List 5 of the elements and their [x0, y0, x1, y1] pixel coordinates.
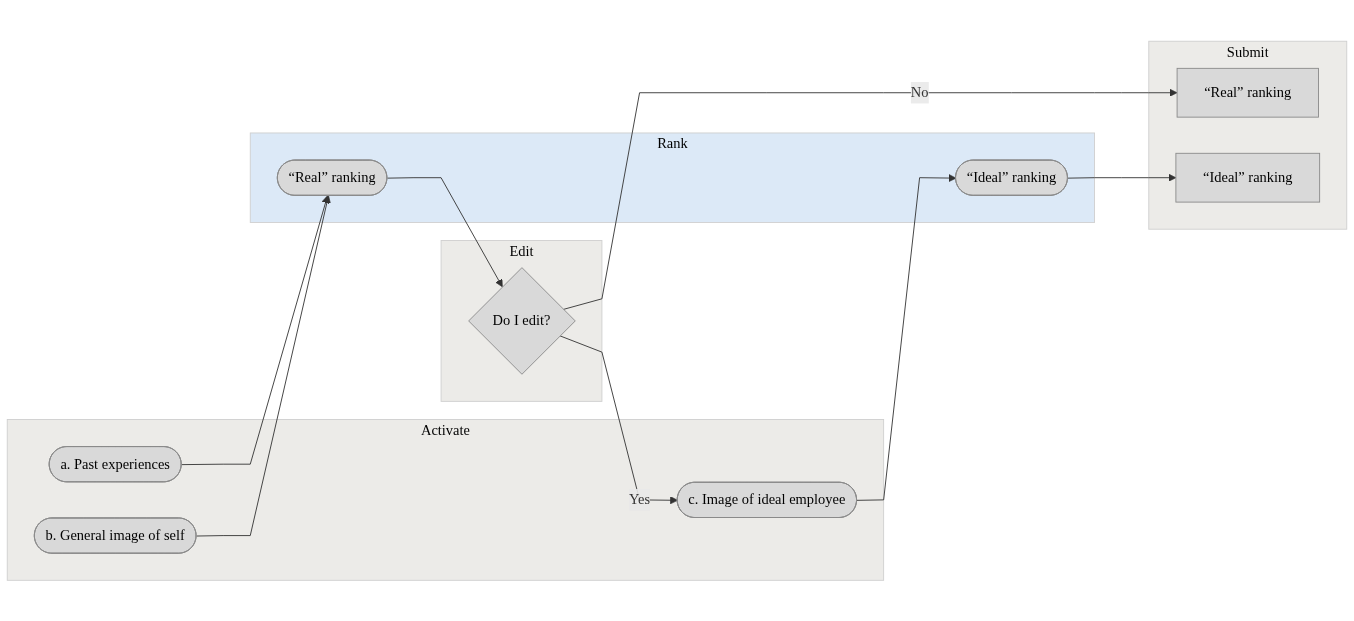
edge-label: Yes: [629, 491, 651, 507]
node-diamond: Do I edit?: [468, 266, 576, 375]
node-box: “Ideal” ranking: [1175, 152, 1321, 203]
edge-label: No: [910, 84, 929, 100]
node-box: “Real” ranking: [1176, 67, 1319, 118]
